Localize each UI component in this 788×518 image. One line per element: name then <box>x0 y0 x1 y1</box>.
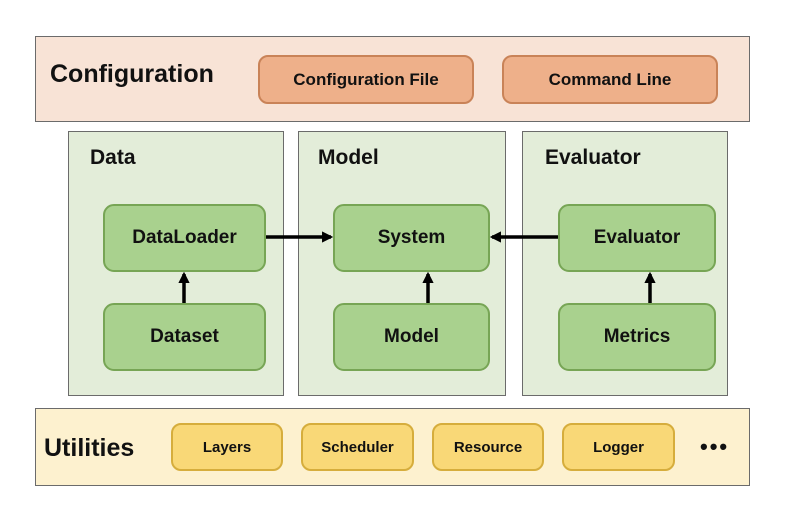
layers-box: Layers <box>171 423 283 471</box>
model-panel-title: Model <box>318 146 379 169</box>
more-ellipsis: ••• <box>700 434 730 459</box>
model-box: Model <box>333 303 490 371</box>
dataset-box: Dataset <box>103 303 266 371</box>
system-box: System <box>333 204 490 272</box>
scheduler-box: Scheduler <box>301 423 414 471</box>
dataloader-box: DataLoader <box>103 204 266 272</box>
logger-box: Logger <box>562 423 675 471</box>
configuration-title: Configuration <box>50 60 214 88</box>
metrics-box: Metrics <box>558 303 716 371</box>
resource-box: Resource <box>432 423 544 471</box>
utilities-title: Utilities <box>44 434 135 462</box>
data-panel-title: Data <box>90 146 136 169</box>
command-line-box: Command Line <box>502 55 718 104</box>
evaluator-panel-title: Evaluator <box>545 146 641 169</box>
evaluator-box: Evaluator <box>558 204 716 272</box>
configuration-file-box: Configuration File <box>258 55 474 104</box>
